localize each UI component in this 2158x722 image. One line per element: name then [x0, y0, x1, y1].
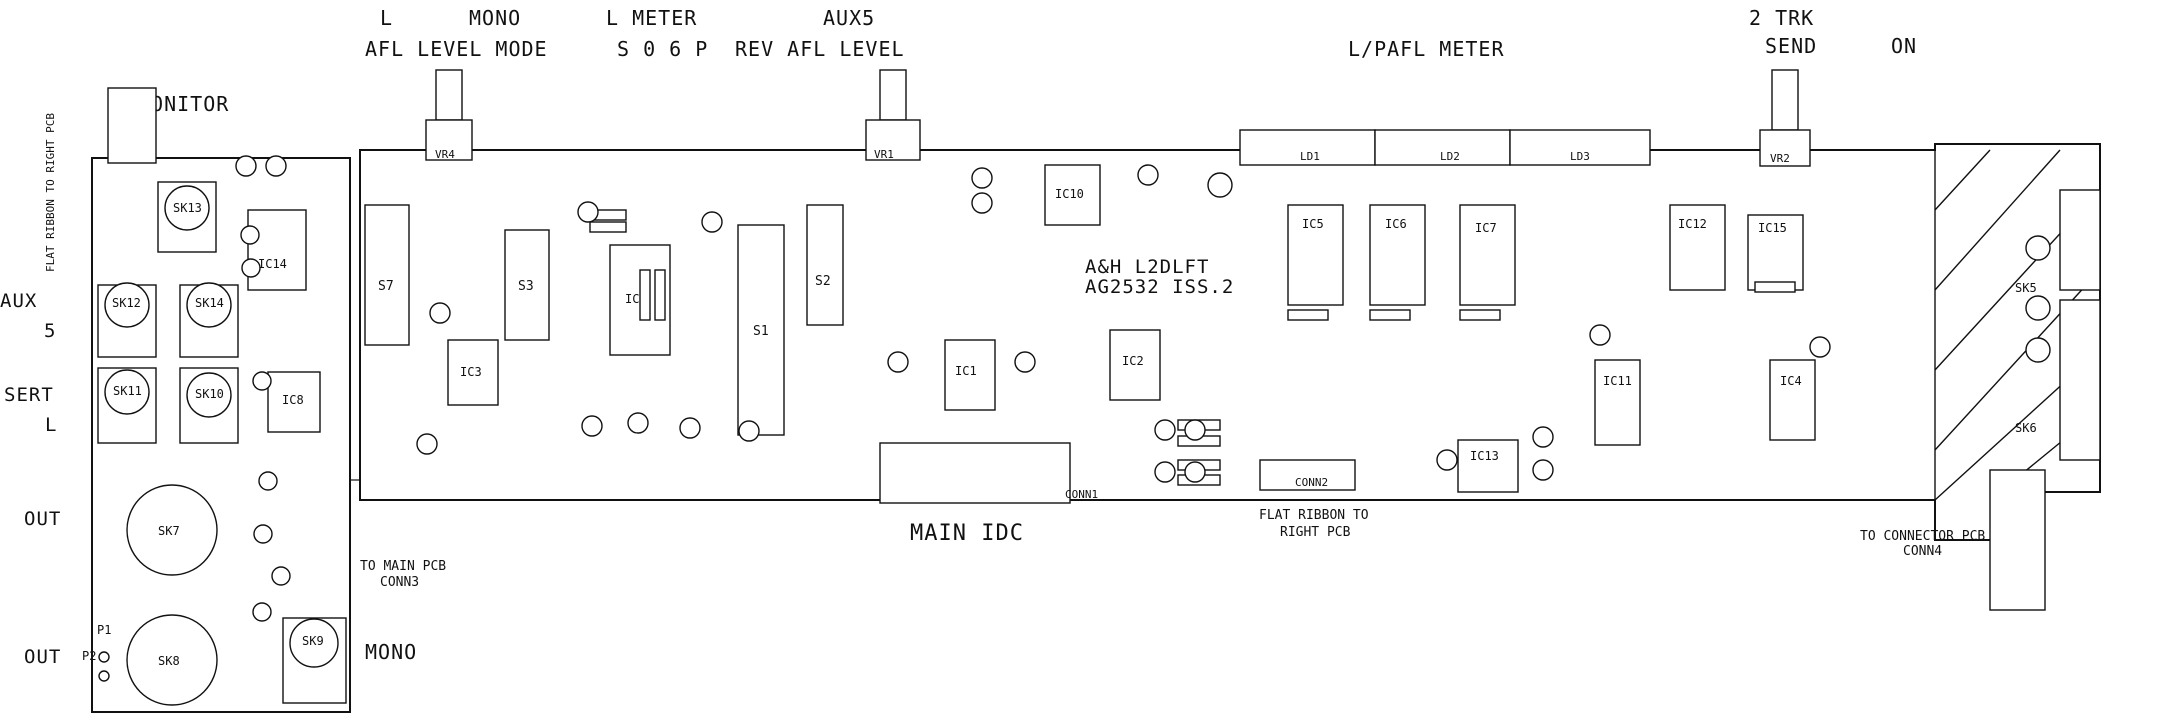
svg-text:P2: P2: [82, 649, 96, 663]
svg-text:IC14: IC14: [258, 257, 287, 271]
label-l-meter: L METER: [606, 6, 698, 30]
switch-s3: [504, 229, 550, 341]
label-aux5: AUX5: [823, 6, 876, 30]
ic-packages: IC14 IC8 IC3 IC9 IC10 IC1 IC2 IC5 IC6 IC…: [247, 164, 1816, 493]
label-rev-afl-level: REV AFL LEVEL: [735, 37, 905, 61]
svg-text:P1: P1: [97, 623, 111, 637]
label-mono: MONO: [469, 6, 522, 30]
label-side-l: L: [45, 414, 58, 436]
svg-text:LD1: LD1: [1300, 150, 1320, 163]
label-out-2: OUT: [24, 646, 62, 668]
note-flat-ribbon-right-1: FLAT RIBBON TO: [1259, 508, 1369, 523]
svg-text:IC4: IC4: [1780, 374, 1802, 388]
hatched-keepout-area: [1934, 149, 2101, 501]
switch-s2: [806, 204, 844, 326]
svg-text:SK9: SK9: [302, 634, 324, 648]
svg-text:IC6: IC6: [1385, 217, 1407, 231]
left-board-outline: [91, 157, 351, 713]
label-l-pafl-meter: L/PAFL METER: [1348, 37, 1505, 61]
svg-text:CONN1: CONN1: [1065, 488, 1098, 501]
svg-text:S3: S3: [518, 279, 534, 294]
pot-vr4: VR4: [425, 69, 473, 161]
note-to-connector-pcb-2: CONN4: [1903, 544, 1943, 559]
board-title-line-1: A&H L2DLFT: [1085, 256, 1210, 278]
right-jacks: SK5 SK6: [2015, 189, 2101, 461]
label-out-1: OUT: [24, 508, 62, 530]
pot-vr2: VR2: [1759, 69, 1811, 167]
svg-text:IC12: IC12: [1678, 217, 1707, 231]
label-afl-level-mode: AFL LEVEL MODE: [365, 37, 548, 61]
svg-text:SK6: SK6: [2015, 421, 2037, 435]
svg-text:SK14: SK14: [195, 296, 224, 310]
svg-text:IC5: IC5: [1302, 217, 1324, 231]
svg-text:IC10: IC10: [1055, 187, 1084, 201]
label-on: ON: [1891, 34, 1918, 58]
label-mono-bottom: MONO: [365, 640, 418, 664]
svg-text:LD3: LD3: [1570, 150, 1590, 163]
passive-components: [235, 155, 1831, 622]
switch-s1: [737, 224, 785, 436]
svg-text:SK7: SK7: [158, 524, 180, 538]
note-flat-ribbon-right-2: RIGHT PCB: [1280, 525, 1351, 540]
svg-text:CONN2: CONN2: [1295, 476, 1328, 489]
testpoint-p2: [98, 670, 110, 682]
svg-text:IC2: IC2: [1122, 354, 1144, 368]
svg-text:S2: S2: [815, 274, 831, 289]
svg-text:LD2: LD2: [1440, 150, 1460, 163]
board-title-line-2: AG2532 ISS.2: [1085, 276, 1235, 298]
label-s06p: S 0 6 P: [617, 37, 709, 61]
svg-text:SK5: SK5: [2015, 281, 2037, 295]
svg-text:SK10: SK10: [195, 387, 224, 401]
led-meter-bar: LD1 LD2 LD3: [1239, 129, 1651, 166]
svg-text:SK13: SK13: [173, 201, 202, 215]
label-aux: AUX: [0, 290, 38, 312]
svg-text:VR2: VR2: [1770, 152, 1790, 165]
note-to-main-pcb-1: TO MAIN PCB: [360, 559, 447, 574]
svg-text:SK12: SK12: [112, 296, 141, 310]
label-l: L: [380, 6, 394, 30]
main-idc-connector: [879, 442, 1071, 504]
pot-vr1: VR1: [865, 69, 921, 161]
switch-s7: [364, 204, 410, 346]
testpoint-p1: [98, 651, 110, 663]
svg-text:IC7: IC7: [1475, 221, 1497, 235]
svg-text:VR1: VR1: [874, 148, 894, 161]
svg-text:IC13: IC13: [1470, 449, 1499, 463]
label-send: SEND: [1765, 34, 1818, 58]
conn4-header: [1989, 469, 2046, 611]
svg-text:SK11: SK11: [113, 384, 142, 398]
note-main-idc: MAIN IDC: [910, 521, 1024, 546]
svg-text:IC11: IC11: [1603, 374, 1632, 388]
label-2-trk: 2 TRK: [1749, 6, 1815, 30]
note-to-main-pcb-2: CONN3: [380, 575, 420, 590]
svg-text:S1: S1: [753, 324, 769, 339]
label-aux-5: 5: [44, 320, 57, 342]
svg-text:IC3: IC3: [460, 365, 482, 379]
svg-text:IC1: IC1: [955, 364, 977, 378]
svg-text:IC15: IC15: [1758, 221, 1787, 235]
svg-text:SK8: SK8: [158, 654, 180, 668]
svg-text:IC8: IC8: [282, 393, 304, 407]
label-sert: SERT: [4, 384, 54, 406]
conn2-header: [1259, 459, 1356, 491]
svg-text:VR4: VR4: [435, 148, 455, 161]
left-board-sockets: SK13 SK12 SK14 SK11 SK10 SK7 SK8 SK9: [97, 87, 347, 706]
svg-text:S7: S7: [378, 279, 394, 294]
